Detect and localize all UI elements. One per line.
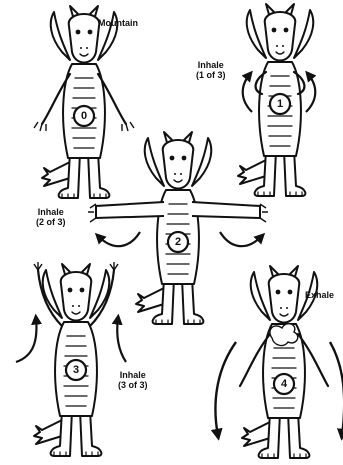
dragon-figure-3 [34, 262, 118, 456]
curved-arrow-icon [306, 74, 315, 112]
dragon-figure-0 [34, 6, 134, 198]
label-mountain: Mountain [98, 18, 138, 28]
curved-arrow-icon [220, 232, 262, 246]
step-number-0: 0 [76, 111, 92, 121]
dragon-figure-2 [88, 132, 268, 324]
label-inhale-3: Inhale (3 of 3) [118, 370, 148, 390]
label-inhale-1: Inhale (1 of 3) [196, 60, 226, 80]
curved-arrow-icon [215, 342, 236, 436]
curved-arrow-icon [16, 318, 36, 362]
step-number-1: 1 [272, 99, 288, 109]
step-number-3: 3 [68, 365, 84, 375]
curved-arrow-icon [98, 232, 140, 246]
step-number-2: 2 [170, 237, 186, 247]
curved-arrow-icon [330, 342, 343, 436]
curved-arrow-icon [117, 318, 126, 362]
step-number-4: 4 [276, 379, 292, 389]
label-exhale: Exhale [305, 290, 334, 300]
label-inhale-2: Inhale (2 of 3) [36, 207, 66, 227]
curved-arrow-icon [243, 74, 252, 112]
